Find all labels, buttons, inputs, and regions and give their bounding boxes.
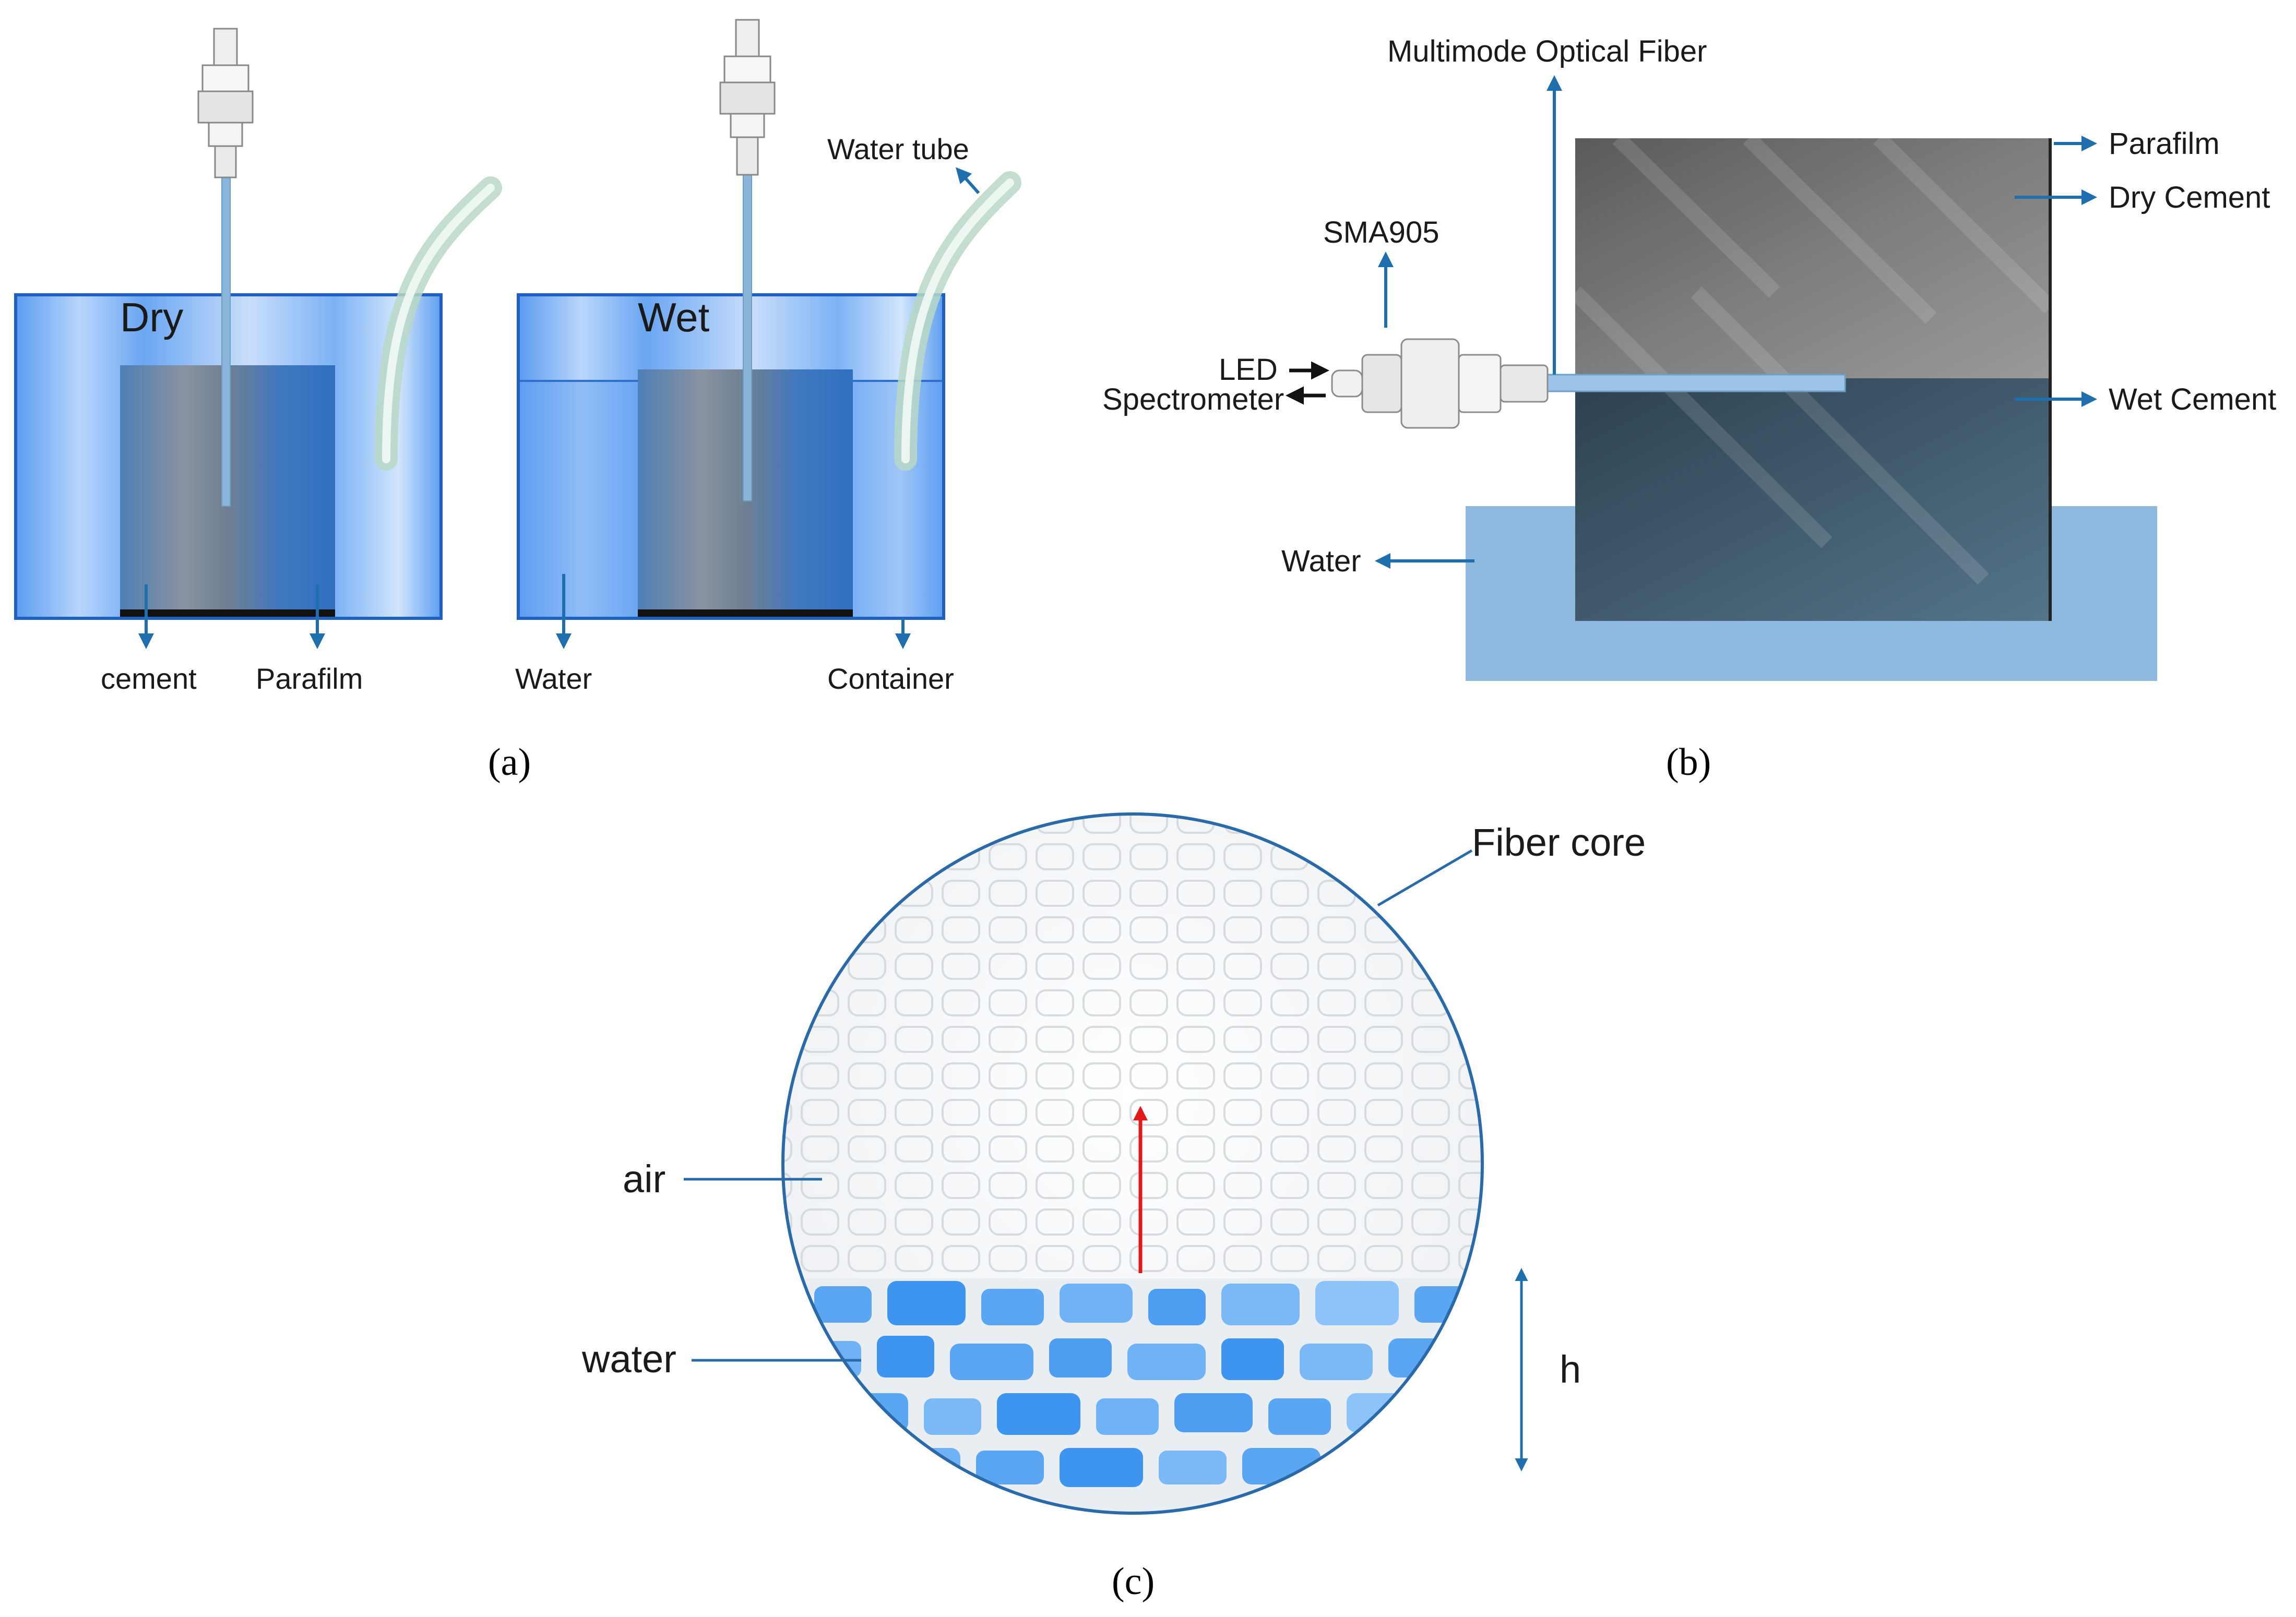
spectrometer-label: Spectrometer (1102, 382, 1284, 416)
wet-probe-fiber (743, 174, 752, 501)
cement-label: cement (101, 662, 197, 695)
caption-b: (b) (1666, 741, 1711, 784)
water-tube-label: Water tube (827, 133, 969, 165)
fiber-core-leader (1377, 849, 1473, 907)
fiber-core-label: Fiber core (1472, 821, 1646, 864)
wet-container: Wet Water tube Water Container (515, 19, 1021, 695)
caption-a: (a) (488, 741, 531, 784)
led-label: LED (1219, 353, 1278, 387)
wet-title: Wet (638, 294, 710, 340)
multimode-fiber-label: Multimode Optical Fiber (1387, 34, 1707, 68)
water-label-a: Water (515, 662, 592, 695)
water-tube-arrow (956, 167, 980, 194)
wet-cement-region (1575, 378, 2050, 621)
water-label-c: water (581, 1337, 676, 1381)
fiber-core-outline (781, 812, 1484, 1515)
dry-title: Dry (120, 294, 183, 340)
dry-probe-fiber (221, 177, 231, 507)
caption-c: (c) (1112, 1560, 1155, 1603)
h-label: h (1560, 1348, 1581, 1391)
panel-c: Fiber core air water h (c) (581, 812, 1646, 1603)
wet-probe-connector (719, 19, 776, 176)
fiber-horizontal (1546, 374, 1846, 392)
water-label-b: Water (1281, 544, 1361, 578)
panel-a: Dry cement Parafilm Wet (14, 19, 1021, 784)
dry-container: Dry cement Parafilm (14, 28, 502, 695)
dry-cement-label: Dry Cement (2109, 181, 2270, 214)
wet-cement-label: Wet Cement (2109, 382, 2276, 416)
parafilm-label-b: Parafilm (2109, 127, 2220, 161)
container-label: Container (827, 662, 954, 695)
sma905-connector (1331, 338, 1549, 429)
dry-probe-connector (197, 28, 254, 178)
panel-b: Multimode Optical Fiber SMA905 LED Spect… (1102, 34, 2276, 784)
parafilm-label-a: Parafilm (256, 662, 363, 695)
air-label: air (623, 1157, 665, 1201)
sma905-label: SMA905 (1323, 215, 1439, 249)
dry-cement-region (1575, 138, 2050, 378)
